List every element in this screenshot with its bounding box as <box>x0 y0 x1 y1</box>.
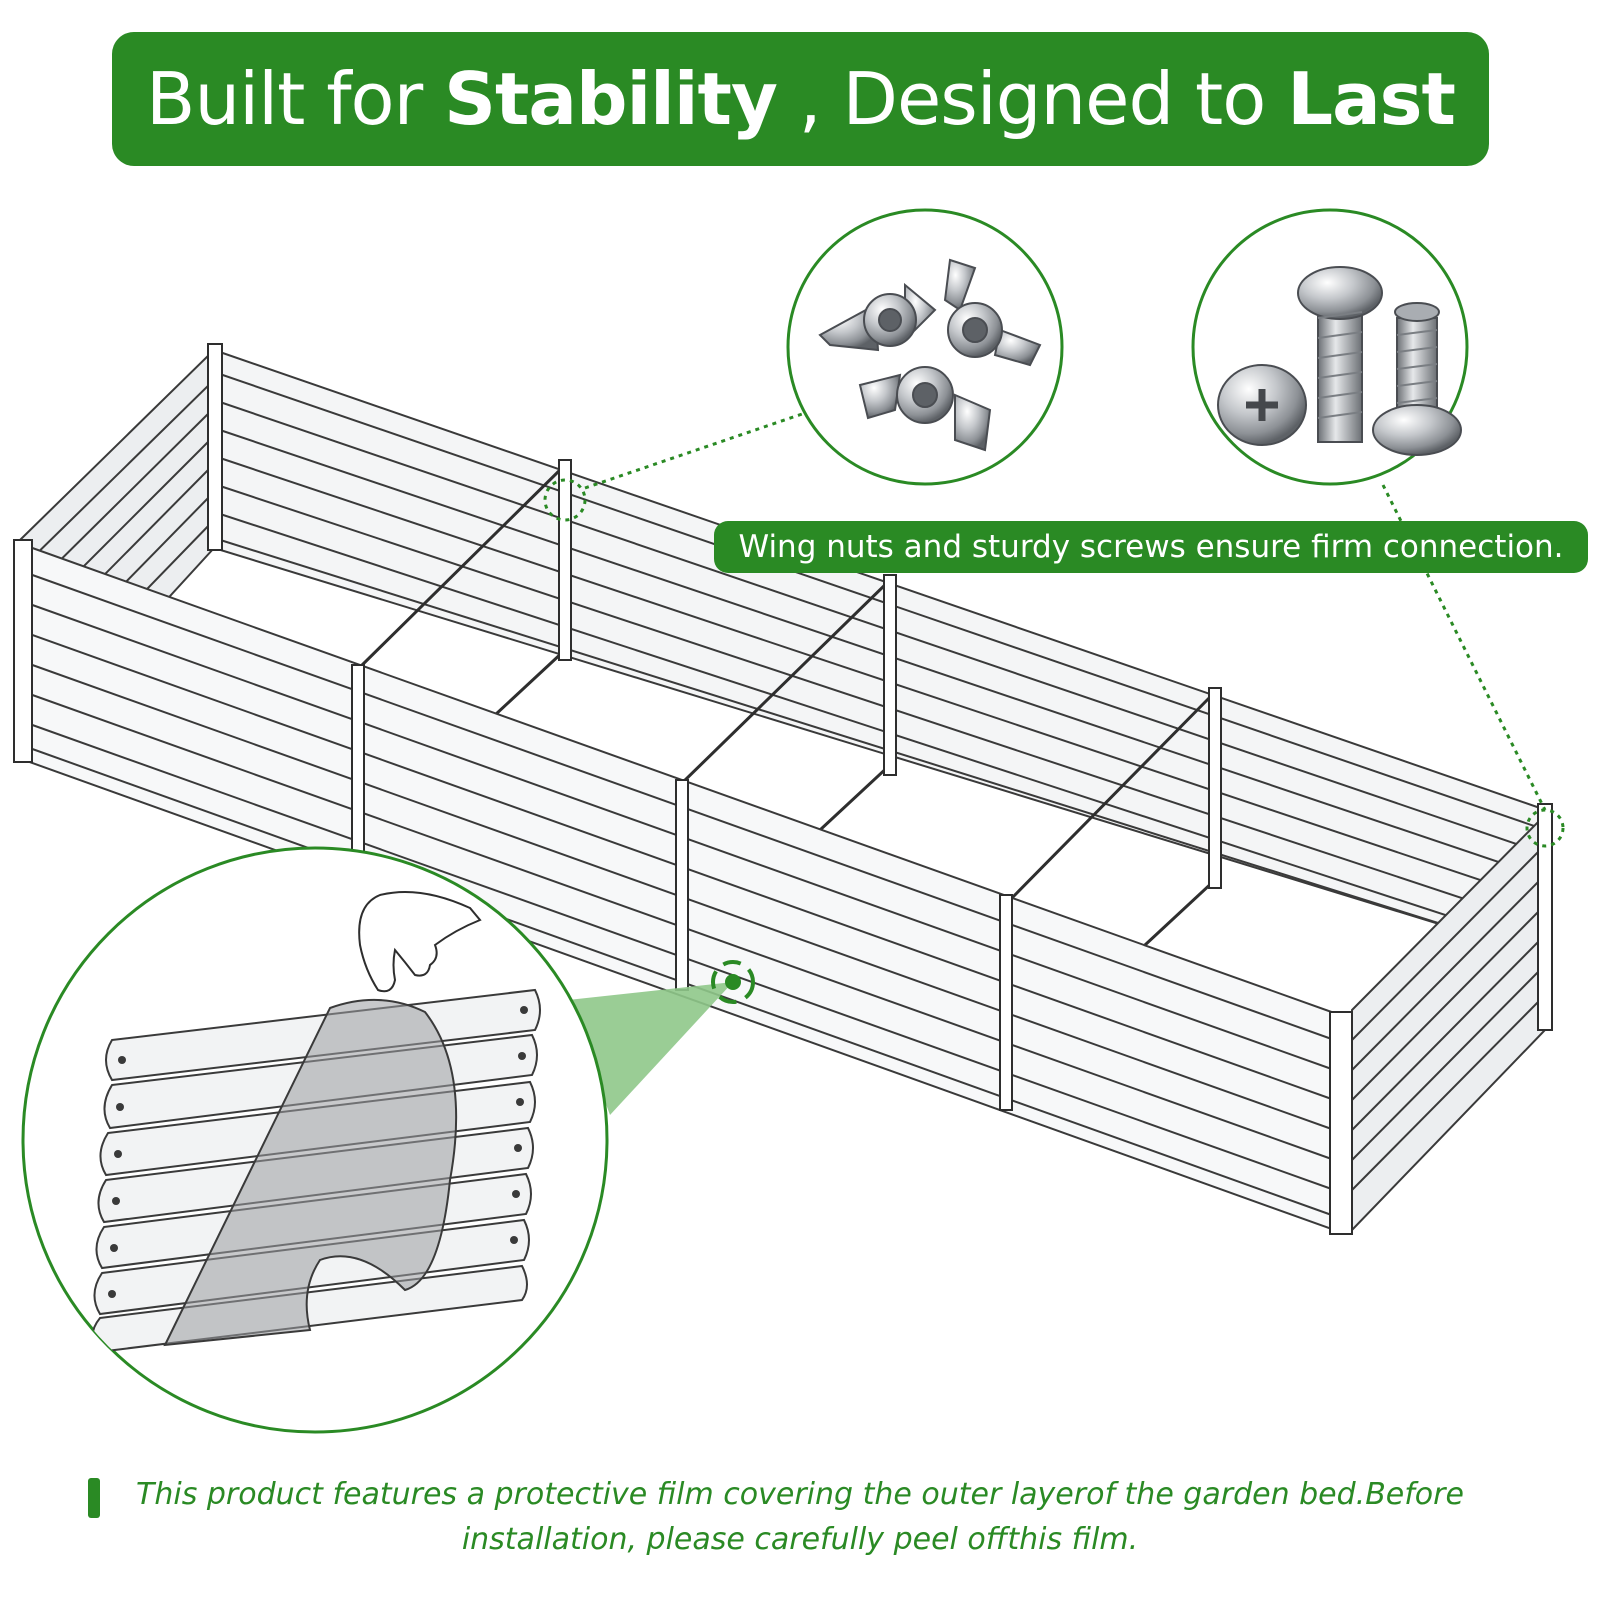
detail-markers <box>543 411 1565 848</box>
bed-cross-braces <box>353 463 1217 947</box>
wing-nut-icon <box>818 258 1042 452</box>
protective-film <box>163 998 458 1347</box>
footnote-line2: installation, please carefully peel offt… <box>461 1522 1139 1557</box>
footnote-accent-bar <box>88 1478 100 1518</box>
film-peel-detail <box>21 846 609 1434</box>
footnote: This product features a protective film … <box>90 1472 1510 1562</box>
hand-icon <box>358 890 482 993</box>
headline-emphasis-stability: Stability <box>444 57 778 141</box>
headline-part1: Built for <box>146 57 445 141</box>
headline-part2: , Designed to <box>776 57 1288 141</box>
callout-badge: Wing nuts and sturdy screws ensure firm … <box>714 521 1588 573</box>
zoom-beam <box>568 982 733 1115</box>
headline-emphasis-last: Last <box>1287 57 1456 141</box>
target-marker <box>711 960 755 1004</box>
screws-detail <box>1191 208 1469 486</box>
corner-posts <box>13 343 1553 1235</box>
brace-joints-back <box>558 459 1222 889</box>
wing-nuts-detail <box>786 208 1064 486</box>
footnote-line1: This product features a protective film … <box>136 1477 1464 1512</box>
screw-icon <box>1217 266 1462 456</box>
title-banner: Built for Stability , Designed to Last <box>112 32 1489 166</box>
